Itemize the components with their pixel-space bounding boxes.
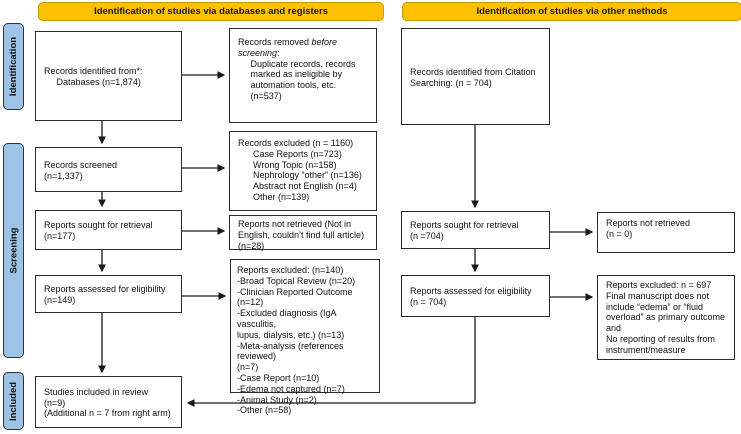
stage-screening: Screening	[3, 143, 24, 358]
box-records-excluded: Records excluded (n = 1160) Case Reports…	[229, 131, 377, 211]
box-reports-sought-right: Reports sought for retrieval(n =704)	[401, 211, 550, 249]
box-reports-assessed-right: Reports assessed for eligibility(n = 704…	[401, 275, 550, 317]
box-reports-not-retrieved-right: Reports not retrieved(n = 0)	[597, 212, 735, 253]
stage-screening-label: Screening	[8, 227, 19, 274]
banner-other-methods: Identification of studies via other meth…	[402, 2, 741, 21]
box-reports-excluded-left: Reports excluded: (n=140)-Broad Topical …	[230, 259, 380, 415]
stage-identification: Identification	[3, 23, 24, 110]
box-records-screened: Records screened(n=1,337)	[35, 147, 182, 192]
banner-databases-registers: Identification of studies via databases …	[38, 2, 384, 21]
stage-identification-label: Identification	[8, 36, 19, 97]
box-reports-assessed: Reports assessed for eligibility(n=149)	[35, 275, 182, 313]
stage-included: Included	[3, 372, 24, 430]
box-reports-sought: Reports sought for retrieval(n=177)	[35, 210, 182, 250]
box-studies-included: Studies included in review(n=9)(Addition…	[35, 376, 182, 428]
box-records-identified: Records identified from*: Databases (n=1…	[35, 31, 182, 121]
stage-included-label: Included	[8, 381, 19, 421]
